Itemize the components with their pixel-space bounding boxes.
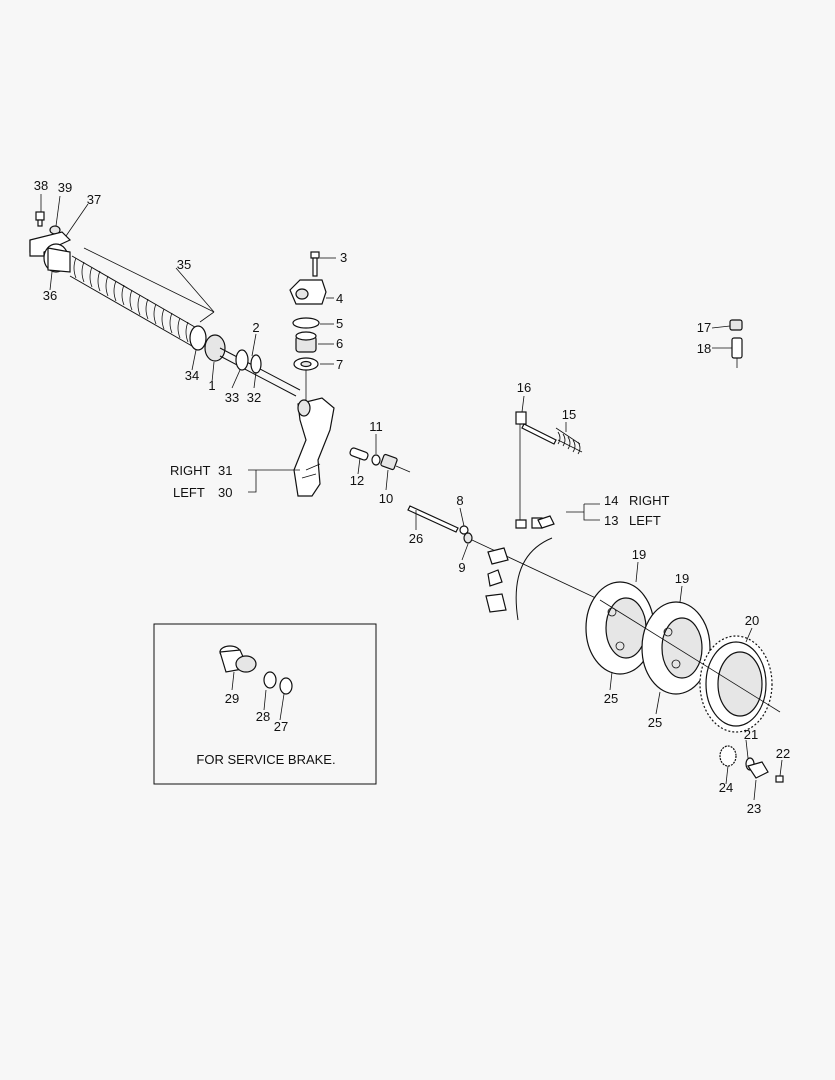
spring-rod-assembly — [29, 211, 301, 397]
callout-18: 18 — [697, 341, 711, 356]
leader-lines — [40, 194, 783, 801]
adjuster-parts — [349, 447, 411, 473]
callout-22: 22 — [776, 746, 790, 761]
callout-26: 26 — [409, 531, 423, 546]
side-label-left-30: LEFT — [173, 485, 205, 500]
callout-25-left: 25 — [604, 691, 618, 706]
callout-31: 31 — [218, 463, 232, 478]
side-label-right-14: RIGHT — [629, 493, 670, 508]
inset-caption: FOR SERVICE BRAKE. — [196, 752, 335, 767]
callout-21: 21 — [744, 727, 758, 742]
callout-8: 8 — [456, 493, 463, 508]
callout-4: 4 — [336, 291, 343, 306]
brake-discs — [585, 581, 784, 783]
callout-34: 34 — [185, 368, 199, 383]
callout-33: 33 — [225, 390, 239, 405]
callout-20: 20 — [745, 613, 759, 628]
callout-23: 23 — [747, 801, 761, 816]
callout-29: 29 — [225, 691, 239, 706]
callout-7: 7 — [336, 357, 343, 372]
callout-numbers: 38 39 37 36 35 34 1 33 32 2 3 4 5 6 7 RI… — [34, 178, 790, 816]
callout-37: 37 — [87, 192, 101, 207]
callout-11: 11 — [369, 419, 383, 434]
callout-32: 32 — [247, 390, 261, 405]
callout-19-left: 19 — [632, 547, 646, 562]
callout-6: 6 — [336, 336, 343, 351]
grease-fittings — [729, 319, 743, 368]
callout-25-right: 25 — [648, 715, 662, 730]
callout-1: 1 — [208, 378, 215, 393]
callout-24: 24 — [719, 780, 733, 795]
callout-19-right: 19 — [675, 571, 689, 586]
lever-assembly — [248, 251, 335, 497]
callout-39: 39 — [58, 180, 72, 195]
rod-and-plates — [407, 411, 601, 621]
callout-30: 30 — [218, 485, 232, 500]
callout-13: 13 — [604, 513, 618, 528]
side-label-right-31: RIGHT — [170, 463, 211, 478]
callout-5: 5 — [336, 316, 343, 331]
callout-38: 38 — [34, 178, 48, 193]
callout-16: 16 — [517, 380, 531, 395]
callout-12: 12 — [350, 473, 364, 488]
callout-14: 14 — [604, 493, 618, 508]
callout-35: 35 — [177, 257, 191, 272]
service-brake-inset: FOR SERVICE BRAKE. — [153, 623, 377, 785]
callout-2: 2 — [252, 320, 259, 335]
spring-coils — [69, 255, 201, 347]
side-label-left-13: LEFT — [629, 513, 661, 528]
callout-3: 3 — [340, 250, 347, 265]
callout-36: 36 — [43, 288, 57, 303]
callout-17: 17 — [697, 320, 711, 335]
callout-27: 27 — [274, 719, 288, 734]
callout-10: 10 — [379, 491, 393, 506]
callout-28: 28 — [256, 709, 270, 724]
callout-15: 15 — [562, 407, 576, 422]
callout-9: 9 — [458, 560, 465, 575]
